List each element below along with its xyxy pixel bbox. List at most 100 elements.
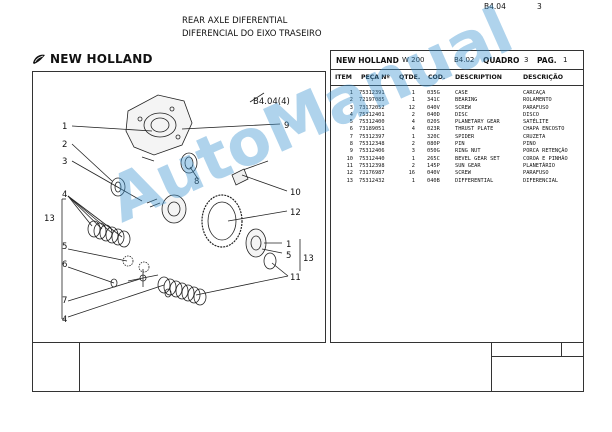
col-cod: COD. bbox=[428, 74, 446, 81]
col-peca: PEÇA Nº bbox=[361, 74, 390, 81]
col-item: ITEM bbox=[335, 74, 352, 81]
row-part-number: 75312440 bbox=[359, 155, 385, 162]
row-item: 9 bbox=[349, 148, 353, 155]
row-quantity: 1 bbox=[411, 133, 415, 140]
row-descricao: DISCO bbox=[523, 111, 539, 118]
row-description: SPIDER bbox=[455, 133, 475, 140]
row-quantity: 16 bbox=[408, 170, 415, 177]
sheet-brand: NEW HOLLAND bbox=[336, 56, 399, 65]
callout-ref: B4.04(4) bbox=[253, 97, 290, 107]
drawing-frame bbox=[32, 71, 326, 343]
row-item: 5 bbox=[349, 119, 353, 126]
row-quantity: 1 bbox=[411, 90, 415, 96]
callout-10: 10 bbox=[290, 188, 301, 198]
brand-name: NEW HOLLAND bbox=[50, 52, 153, 66]
row-descricao: DIFERENCIAL bbox=[523, 177, 559, 184]
row-item: 1 bbox=[349, 90, 353, 96]
row-descricao: CARCAÇA bbox=[523, 90, 546, 96]
row-descricao: CRUZETA bbox=[523, 133, 546, 140]
row-description: SCREW bbox=[455, 104, 471, 111]
callout-4-lower: 4 bbox=[62, 315, 67, 325]
exploded-view-drawing: B4.04(4) 1 2 3 4 5 6 7 4 13 8 9 10 12 1 … bbox=[44, 92, 314, 325]
row-quantity: 2 bbox=[411, 111, 415, 118]
row-descricao: PARAFUSO bbox=[523, 170, 549, 177]
row-item: 2 bbox=[349, 97, 353, 104]
row-item: 12 bbox=[346, 170, 353, 177]
row-quantity: 1 bbox=[411, 155, 415, 162]
row-part-number: 75312401 bbox=[359, 111, 385, 118]
section-code: B4.04 bbox=[484, 2, 506, 11]
row-part-number: 75312406 bbox=[359, 148, 385, 155]
row-descricao: SATÉLITE bbox=[523, 119, 549, 126]
pag-label: PAG. bbox=[537, 56, 557, 65]
callout-1-left: 1 bbox=[62, 122, 67, 132]
parts-list-sheet: NEW HOLLAND W 200 B4.02 QUADRO 3 PAG. 1 … bbox=[330, 50, 584, 343]
row-descricao: PORCA RETENÇÃO bbox=[523, 148, 568, 155]
row-description: DIFFERENTIAL bbox=[455, 177, 494, 184]
row-code: 050G bbox=[427, 148, 440, 155]
callout-13-right: 13 bbox=[303, 254, 314, 264]
row-part-number: 72197085 bbox=[359, 97, 385, 104]
row-description: BEVEL GEAR SET bbox=[455, 155, 500, 162]
row-part-number: 75312348 bbox=[359, 141, 385, 148]
callout-3: 3 bbox=[62, 157, 67, 167]
row-description: RING NUT bbox=[455, 148, 481, 155]
callout-5-right: 5 bbox=[286, 251, 291, 261]
new-holland-leaf-icon bbox=[33, 54, 45, 64]
row-descricao: ROLAMENTO bbox=[523, 97, 552, 104]
sheet-model: W 200 bbox=[402, 56, 425, 64]
title-portuguese: DIFERENCIAL DO EIXO TRASEIRO bbox=[182, 29, 322, 39]
row-item: 4 bbox=[349, 111, 353, 118]
row-quantity: 1 bbox=[411, 177, 415, 184]
row-part-number: 75312432 bbox=[359, 177, 385, 184]
col-description: DESCRIPTION bbox=[455, 74, 502, 81]
row-quantity: 4 bbox=[411, 126, 415, 133]
row-code: 341C bbox=[427, 97, 440, 104]
sheet-section: B4.02 bbox=[454, 56, 475, 64]
row-item: 6 bbox=[349, 126, 353, 133]
row-item: 8 bbox=[349, 141, 353, 148]
callout-5-left: 5 bbox=[62, 242, 67, 252]
row-descricao: PINO bbox=[523, 141, 536, 148]
row-quantity: 3 bbox=[411, 148, 415, 155]
callout-6: 6 bbox=[62, 260, 67, 270]
row-quantity: 2 bbox=[411, 141, 415, 148]
table-row: 9 75312406 3 050G RING NUT PORCA RETENÇÃO bbox=[331, 148, 583, 155]
callout-11: 11 bbox=[290, 273, 301, 283]
sheet-header: NEW HOLLAND W 200 B4.02 QUADRO 3 PAG. 1 bbox=[331, 51, 583, 70]
row-item: 11 bbox=[346, 162, 353, 169]
row-code: 035G bbox=[427, 90, 440, 96]
row-part-number: 75312391 bbox=[359, 90, 385, 96]
brand-logo: NEW HOLLAND bbox=[32, 52, 153, 66]
row-part-number: 75312397 bbox=[359, 133, 385, 140]
row-description: DISC bbox=[455, 111, 468, 118]
callout-1-right: 1 bbox=[286, 240, 291, 250]
quadro-value: 3 bbox=[524, 56, 529, 64]
row-part-number: 73172052 bbox=[359, 104, 385, 111]
row-code: 040V bbox=[427, 104, 440, 111]
row-descricao: PLANETÁRIO bbox=[523, 162, 555, 169]
row-code: 023R bbox=[427, 126, 440, 133]
row-code: 020S bbox=[427, 119, 440, 126]
row-code: 040V bbox=[427, 170, 440, 177]
title-english: REAR AXLE DIFERENTIAL bbox=[182, 16, 288, 26]
row-quantity: 1 bbox=[411, 97, 415, 104]
row-part-number: 73176987 bbox=[359, 170, 385, 177]
callout-13-left: 13 bbox=[44, 214, 55, 224]
callout-8: 8 bbox=[194, 177, 199, 187]
page-number: 3 bbox=[537, 2, 542, 11]
row-code: 265C bbox=[427, 155, 440, 162]
row-descricao: PARAFUSO bbox=[523, 104, 549, 111]
callout-2: 2 bbox=[62, 140, 67, 150]
col-descricao: DESCRIÇÃO bbox=[523, 74, 564, 81]
